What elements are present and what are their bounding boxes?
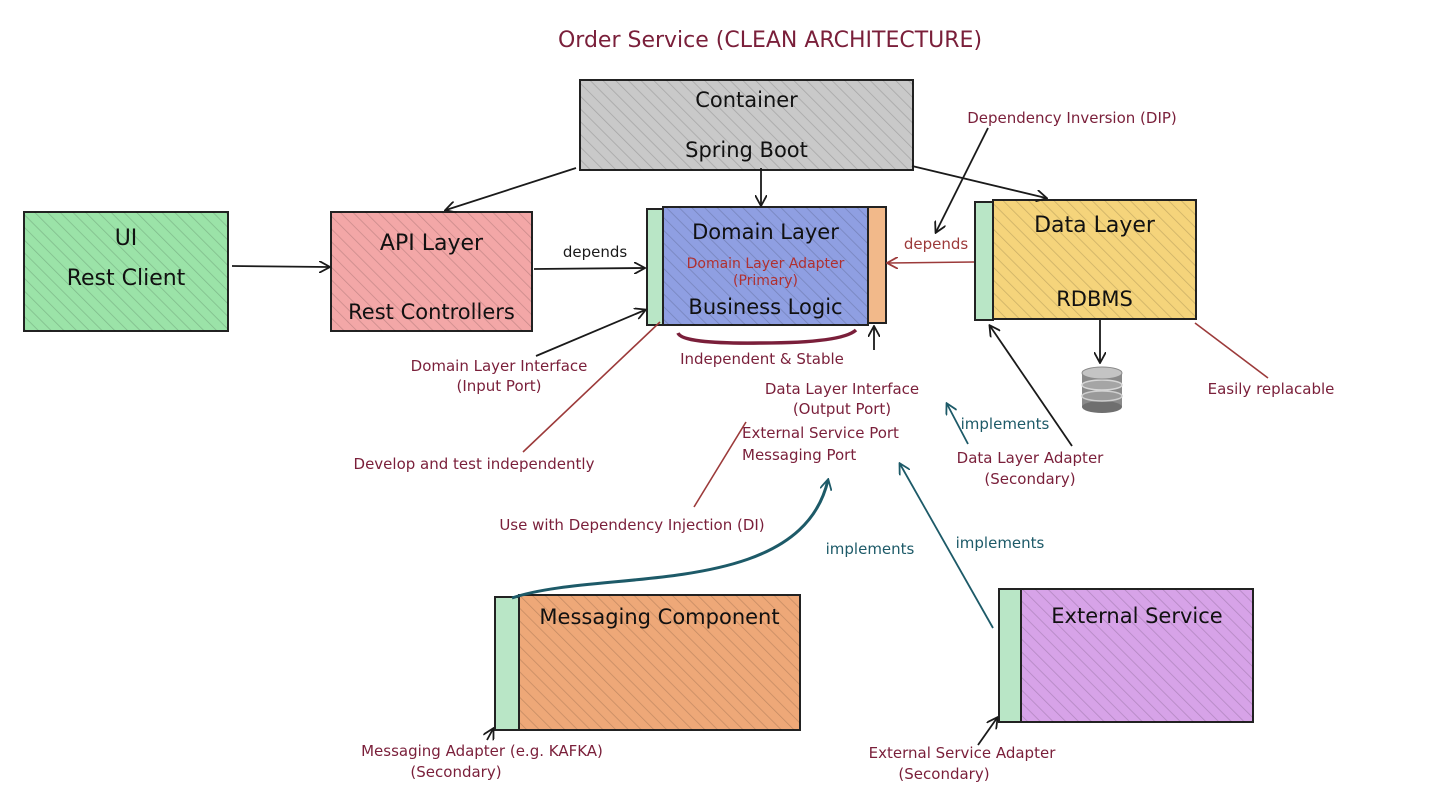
api-label-1: API Layer	[379, 231, 484, 256]
depends-data-label: depends	[903, 235, 969, 253]
replaceable-label: Easily replacable	[1207, 380, 1335, 398]
arrow-implements-data	[947, 404, 969, 445]
api-layer-box	[330, 211, 533, 332]
domain-label-2: Business Logic	[688, 295, 843, 319]
data-label-1: Data Layer	[1034, 213, 1155, 238]
line-di	[693, 421, 747, 508]
arrow-api-to-domain	[533, 268, 644, 269]
output-port-label-2: (Output Port)	[792, 400, 892, 418]
messaging-adapter-port	[494, 596, 520, 731]
arrow-container-to-data	[911, 165, 1046, 198]
external-adapter-port	[998, 588, 1022, 723]
data-label-2: RDBMS	[1056, 287, 1133, 311]
messaging-adapter-label-2: (Secondary)	[410, 763, 502, 781]
dependency-arrows	[231, 127, 1100, 746]
container-label-2: Spring Boot	[685, 138, 808, 162]
container-box	[579, 79, 914, 171]
arrow-dip	[936, 127, 989, 232]
implements-data-label: implements	[960, 415, 1050, 433]
depends-api-label: depends	[562, 243, 628, 261]
domain-adapter-label-1: Domain Layer Adapter	[686, 256, 845, 272]
data-adapter-label-1: Data Layer Adapter	[956, 449, 1104, 467]
develop-label: Develop and test independently	[353, 455, 595, 473]
arrow-ui-to-api	[231, 266, 329, 267]
ui-label-2: Rest Client	[66, 266, 186, 291]
output-port-label-1: Data Layer Interface	[764, 380, 920, 398]
implements-arrows	[511, 404, 994, 629]
domain-adapter-label-2: (Primary)	[732, 273, 799, 289]
domain-layer-box	[646, 206, 887, 326]
arrow-messaging-adapter	[487, 729, 493, 740]
messaging-label: Messaging Component	[539, 605, 780, 629]
external-label: External Service	[1051, 604, 1223, 628]
messaging-component-box	[494, 594, 801, 731]
container-label-1: Container	[695, 88, 798, 112]
external-service-box	[998, 588, 1254, 723]
ui-label-1: UI	[114, 226, 138, 251]
independent-brace	[676, 328, 858, 345]
external-adapter-label-1: External Service Adapter	[868, 744, 1056, 762]
domain-input-port	[646, 208, 664, 326]
arrow-container-to-api	[446, 167, 577, 210]
arrow-external-adapter	[977, 718, 997, 746]
arrow-data-adapter	[990, 326, 1073, 447]
implements-messaging-label: implements	[825, 540, 915, 558]
messaging-adapter-label-1: Messaging Adapter (e.g. KAFKA)	[361, 742, 603, 760]
di-label: Use with Dependency Injection (DI)	[499, 516, 765, 534]
line-replaceable	[1194, 322, 1269, 379]
external-port-label: External Service Port	[742, 424, 899, 442]
arrow-implements-messaging	[511, 480, 828, 600]
line-develop	[522, 321, 661, 453]
implements-external-label: implements	[955, 534, 1045, 552]
diagram-title: Order Service (CLEAN ARCHITECTURE)	[557, 28, 983, 53]
data-adapter-label-2: (Secondary)	[984, 470, 1076, 488]
arrow-input-port-label	[535, 310, 645, 357]
external-adapter-label-2: (Secondary)	[898, 765, 990, 783]
api-label-2: Rest Controllers	[348, 300, 515, 324]
dip-label: Dependency Inversion (DIP)	[967, 109, 1177, 127]
messaging-port-label: Messaging Port	[742, 446, 857, 464]
arrow-data-to-domain	[888, 262, 975, 263]
data-adapter-port	[974, 201, 994, 321]
arrow-implements-external	[900, 464, 994, 629]
database-icon	[1081, 366, 1123, 413]
domain-output-port	[867, 206, 887, 324]
independent-label: Independent & Stable	[680, 350, 844, 368]
data-layer-box	[974, 199, 1197, 321]
ui-box	[23, 211, 229, 332]
input-port-label-2: (Input Port)	[456, 377, 542, 395]
input-port-label-1: Domain Layer Interface	[410, 357, 588, 375]
domain-label-1: Domain Layer	[692, 220, 839, 244]
annotation-lines	[522, 262, 1269, 508]
